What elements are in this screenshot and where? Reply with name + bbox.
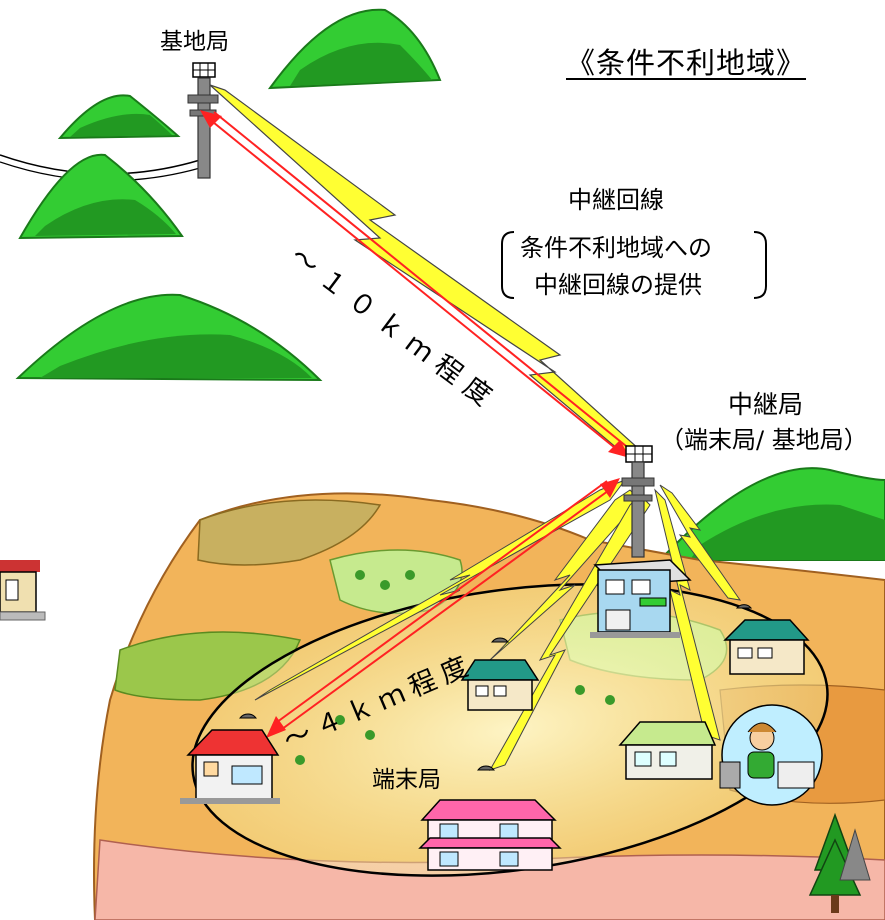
relay-station-label: 中継局	[728, 390, 804, 419]
relay-line-description-1: 条件不利地域への	[520, 234, 712, 262]
terminal-station-label: 端末局	[372, 767, 441, 793]
terminal-house-green-icon	[460, 637, 540, 711]
terminal-house-right-icon	[723, 604, 810, 675]
link-arrow-10km	[200, 110, 630, 458]
mountain-top	[267, 8, 442, 90]
mountain-right	[657, 467, 885, 561]
relay-station-tower-icon	[621, 445, 655, 558]
conifer-icon	[808, 812, 871, 913]
link-arrow-4km	[266, 478, 620, 738]
terminal-house-pink-icon	[418, 765, 562, 871]
mountain-mid	[18, 153, 184, 240]
page-title: 《条件不利地域》	[566, 46, 807, 80]
tree-marks	[295, 570, 615, 765]
base-station-label: 基地局	[160, 29, 229, 55]
terminal-house-lightgreen-icon	[618, 721, 717, 780]
relay-line-description-2: 中継回線の提供	[534, 271, 702, 299]
house-left-edge-icon	[0, 560, 46, 621]
relay-line-label: 中継回線	[568, 186, 664, 214]
mountain-lower	[15, 293, 323, 382]
terminal-house-red-icon	[180, 713, 280, 804]
relay-station-role-label: （端末局/ 基地局）	[660, 426, 868, 454]
description-right-bracket	[753, 231, 767, 299]
user-computer-icon	[719, 704, 823, 806]
relay-building-icon	[590, 559, 692, 638]
mountain-small	[57, 94, 181, 140]
description-left-bracket	[501, 231, 515, 299]
